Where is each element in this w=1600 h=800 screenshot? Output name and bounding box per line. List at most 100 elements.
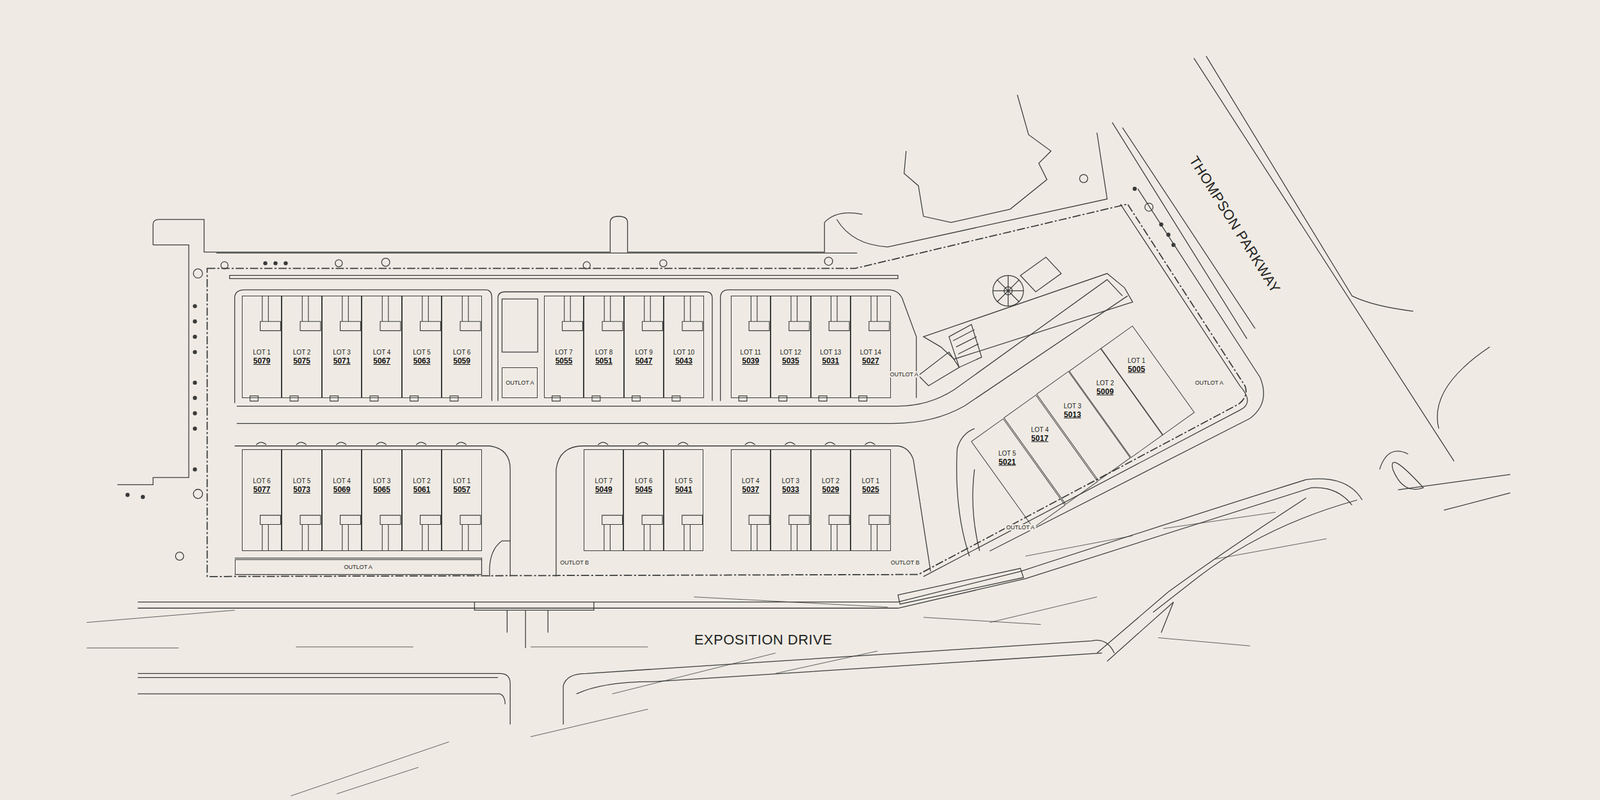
street-address: 5017 (1031, 433, 1049, 443)
lot-number: LOT 10 (664, 348, 704, 357)
lot-label: LOT 15005 (1127, 356, 1146, 374)
linework (87, 56, 1511, 797)
outlot-name: OUTLOT A (1193, 379, 1225, 386)
trees (175, 174, 1153, 561)
street-address: 5021 (998, 456, 1017, 466)
lot-number: LOT 1 (242, 348, 282, 357)
block-outline (972, 469, 980, 552)
street-address: 5029 (811, 485, 851, 495)
lot-label: LOT 55021 (998, 449, 1017, 466)
lot-label: LOT 35071 (322, 348, 362, 366)
tree-symbol (381, 257, 390, 267)
tree-symbol (1144, 202, 1154, 212)
lot-parcel: LOT 15005 (1100, 325, 1195, 436)
street-address: 5047 (624, 356, 664, 366)
curb-line (216, 252, 857, 254)
block-outline (234, 289, 493, 404)
lot-parcel: LOT 25009 (1068, 347, 1164, 458)
thompson-parkway (1193, 58, 1455, 462)
porch-symbol (449, 295, 481, 401)
shrub-symbol (192, 467, 197, 472)
gazebo (992, 275, 1024, 306)
lot-parcel: LOT 55063 (401, 295, 443, 398)
lot-label: LOT 85051 (584, 348, 624, 366)
street-name: EXPOSITION DRIVE (693, 631, 834, 649)
lot-parcel: LOT 125035 (770, 295, 811, 398)
porch-symbol (296, 442, 321, 552)
lot-label: LOT 125035 (771, 348, 811, 366)
lot-label: LOT 35033 (771, 477, 811, 495)
lot-parcel: LOT 25061 (401, 449, 443, 552)
tree-symbol (1079, 174, 1088, 184)
block-outline (720, 289, 917, 402)
block-outline (489, 540, 511, 577)
lot-parcel: LOT 105043 (663, 295, 704, 398)
lot-number: LOT 3 (771, 477, 811, 486)
lot-number: LOT 2 (402, 477, 442, 486)
block-outline (556, 446, 931, 577)
street-address: 5057 (442, 485, 482, 495)
lot-label: LOT 15025 (851, 477, 891, 495)
lot-label: LOT 55063 (402, 348, 442, 366)
street-address: 5059 (442, 356, 482, 366)
street-address: 5055 (544, 356, 584, 366)
porch-symbol (864, 442, 889, 552)
walkway (918, 352, 960, 386)
street-address: 5061 (402, 485, 442, 495)
lot-label: LOT 25075 (282, 348, 322, 366)
drive-aisle (236, 295, 1128, 424)
tree-symbol (824, 257, 833, 266)
outlot-name: OUTLOT A (1004, 524, 1036, 531)
lot-label: LOT 65045 (624, 477, 664, 495)
street-address: 5043 (664, 356, 704, 366)
street-address: 5077 (242, 485, 282, 495)
lot-parcel: LOT 75055 (544, 295, 585, 398)
street-address: 5079 (242, 356, 282, 366)
property-line (207, 204, 1247, 577)
porch-symbol (672, 295, 703, 401)
outlot-name: OUTLOT A (888, 371, 920, 378)
shrub-symbol (1166, 232, 1170, 237)
street-address: 5073 (282, 485, 322, 495)
lot-label: LOT 55041 (664, 477, 704, 495)
lot-number: LOT 7 (584, 477, 624, 486)
street-address: 5037 (731, 485, 771, 495)
porch-symbol (638, 442, 663, 552)
lot-parcel: LOT 25075 (281, 295, 322, 398)
outlot-parcel: OUTLOT A (234, 559, 482, 575)
curb-line (229, 275, 898, 279)
street-address: 5075 (282, 356, 322, 366)
neighbor-building (904, 94, 1052, 223)
neighbor-boundary (152, 213, 863, 253)
shrub-symbol (140, 494, 145, 499)
shrub-symbol (1171, 242, 1176, 247)
lot-label: LOT 25009 (1096, 378, 1115, 396)
porch-symbol (330, 295, 361, 401)
outlot-name: OUTLOT B (889, 559, 921, 566)
street-address: 5071 (322, 356, 362, 366)
street-address: 5067 (362, 356, 402, 366)
exposition-drive (506, 609, 548, 648)
lot-number: LOT 6 (242, 477, 282, 486)
porch-symbol (369, 295, 401, 401)
lot-parcel: LOT 45037 (730, 449, 772, 552)
lot-label: LOT 45067 (362, 348, 402, 366)
lot-label: LOT 25029 (811, 477, 851, 495)
shrub-symbol (1159, 222, 1163, 227)
lot-details (250, 295, 890, 552)
lot-parcel: LOT 135031 (810, 295, 852, 398)
street-address: 5033 (771, 485, 811, 495)
lot-label: LOT 95047 (624, 348, 664, 366)
lot-label: LOT 65077 (242, 477, 282, 495)
lot-number: LOT 4 (1031, 426, 1049, 434)
porch-symbol (784, 442, 809, 552)
street-address: 5031 (811, 356, 851, 366)
lot-label: LOT 135031 (811, 348, 851, 366)
lot-number: LOT 5 (664, 477, 704, 486)
lot-number: LOT 1 (442, 477, 482, 486)
lot-number: LOT 4 (731, 477, 771, 486)
lot-parcel: LOT 85051 (583, 295, 624, 398)
porch-symbol (256, 442, 281, 552)
lot-number: LOT 3 (322, 348, 362, 357)
